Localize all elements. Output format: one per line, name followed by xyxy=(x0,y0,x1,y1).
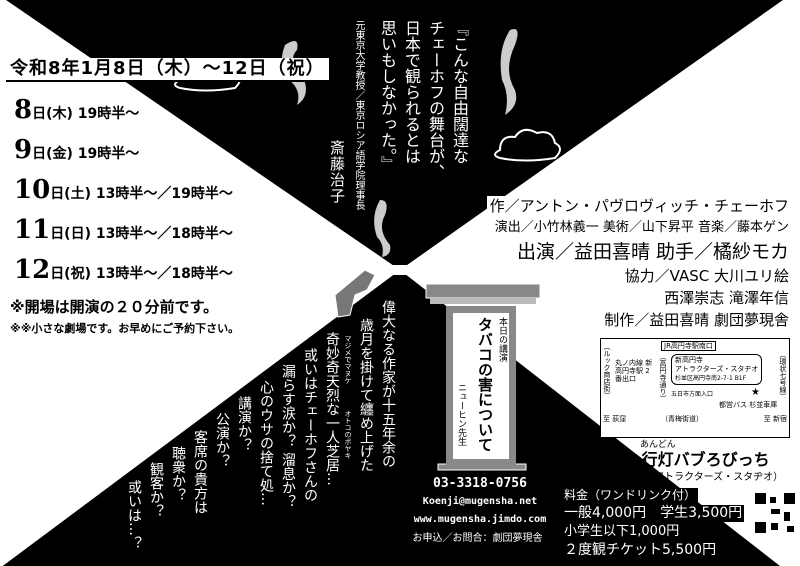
map-box-line: 新高円寺 xyxy=(675,356,703,364)
price-general-student: 一般4,000円 学生3,500円 xyxy=(562,505,745,522)
inquiry-text: お申込／お問合：劇団夢現舎 xyxy=(412,533,543,544)
map-label: JR高円寺駅南口 xyxy=(661,341,716,351)
reservation-note: ※※小さな劇場です。お早めにご予約下さい。 xyxy=(10,322,240,335)
map-label: 至 新宿 xyxy=(763,415,787,423)
credit-production: 制作／益田喜晴 劇団夢現舎 xyxy=(601,310,792,330)
ruby-text: オトコのボヤキ xyxy=(344,410,352,459)
opening-note: ※開場は開演の２０分前です。 xyxy=(10,298,219,316)
schedule-row: 11日(日) 13時半〜／18時半〜 xyxy=(14,215,233,245)
tagline-line: 観客か？ xyxy=(148,462,164,518)
crouching-figure-illustration xyxy=(334,269,376,318)
credit-author: 作／アントン・パヴロヴィッチ・チェーホフ xyxy=(486,196,792,216)
email-link[interactable]: Koenji@mugensha.net xyxy=(422,496,538,507)
map-label: 五日市方面入口 xyxy=(671,391,714,398)
map-box-line: アトラクターズ・スタヂオ xyxy=(675,365,759,373)
venue-subname: （新高円寺アトラクターズ・スタヂオ） xyxy=(604,472,784,483)
map-label: 都営バス 杉並車庫 xyxy=(719,401,778,409)
venue-ruby: あんどん xyxy=(640,440,676,450)
price-label: 料金（ワンドリンク付） xyxy=(562,488,699,503)
schedule-row: 9日(金) 19時半〜 xyxy=(14,135,140,165)
credit-cooperation-2: 西澤崇志 滝澤年信 xyxy=(661,288,792,308)
tagline-line: 聴衆か？ xyxy=(170,446,186,502)
tagline-line: 或いは…？ xyxy=(126,480,142,550)
center-light xyxy=(385,265,407,275)
price-child: 小学生以下1,000円 xyxy=(562,524,682,540)
tagline-line: 講演か？ xyxy=(236,396,252,452)
map-label: 丸ノ内線 新高円寺駅 2番出口 xyxy=(615,359,653,383)
sign-speaker: ニューヒン先生 xyxy=(456,383,466,446)
tagline-line: 奇妙奇天烈な一人芝居… xyxy=(324,332,340,486)
tagline-line: 漏らす涙か？ 溜息か？ xyxy=(280,364,296,509)
credit-staff: 演出／小竹林義一 美術／山下昇平 音楽／藤本ゲン xyxy=(491,218,792,238)
website-link[interactable]: www.mugensha.jimdo.com xyxy=(413,514,547,525)
map-label: 至 荻窪 xyxy=(603,415,627,423)
tagline-line: 心のウサの捨て処… xyxy=(258,380,274,506)
map-label: （ルック商店街） xyxy=(603,343,611,399)
quote-text: 『こんな自由闊達なチェーホフの舞台が、日本で観られるとは思いもしなかった。』 xyxy=(378,20,469,180)
podium-sign: 本日の講演 タバコの害について ニューヒン先生 xyxy=(446,306,516,466)
quote-author: 斎藤治子 xyxy=(328,140,346,204)
map-label: （環状七号線） xyxy=(779,351,787,400)
schedule-row: 10日(土) 13時半〜／19時半〜 xyxy=(14,175,233,205)
qr-code xyxy=(752,490,798,536)
star-icon: ★ xyxy=(751,387,760,398)
schedule-row: 8日(木) 19時半〜 xyxy=(14,95,140,125)
tagline-line: 客席の貴方は xyxy=(192,430,208,514)
date-range: 令和8年1月8日（木）〜12日（祝） xyxy=(6,58,329,82)
map-box-line: 杉並区高円寺南2-7-1 B1F xyxy=(675,375,747,382)
map-label: （青梅街道） xyxy=(661,415,703,423)
venue-map: JR高円寺駅南口 新高円寺 アトラクターズ・スタヂオ 杉並区高円寺南2-7-1 … xyxy=(600,338,790,438)
phone-number[interactable]: 03-3318-0756 xyxy=(433,476,527,491)
tagline-line: 偉大なる作家が十五年余の xyxy=(380,300,396,468)
quote-affiliation: 元東京大学教授／東京ロシア語学院理事長 xyxy=(353,20,364,210)
tagline-line: 歳月を掛けて纏め上げた xyxy=(358,318,374,472)
credit-cooperation: 協力／VASC 大川ユリ絵 xyxy=(621,266,792,286)
ruby-text: マジメでマヌケ xyxy=(344,335,352,384)
tagline-line: 或いはチェーホフさんの xyxy=(302,348,318,502)
map-label: （高円寺通り） xyxy=(659,353,667,402)
left-white-wedge xyxy=(0,0,400,566)
credit-cast: 出演／益田喜晴 助手／橘紗モカ xyxy=(513,240,792,264)
sign-title: タバコの害について xyxy=(476,317,494,452)
tagline-line: 公演か？ xyxy=(214,412,230,468)
schedule-row: 12日(祝) 13時半〜／18時半〜 xyxy=(14,255,233,285)
venue-name: 於 行灯バブろびっち xyxy=(620,450,770,469)
sign-small-text: 本日の講演 xyxy=(497,317,507,362)
map-venue-box: 新高円寺 アトラクターズ・スタヂオ 杉並区高円寺南2-7-1 B1F xyxy=(671,354,763,385)
price-twice-ticket: ２度観チケット5,500円 xyxy=(562,542,719,559)
